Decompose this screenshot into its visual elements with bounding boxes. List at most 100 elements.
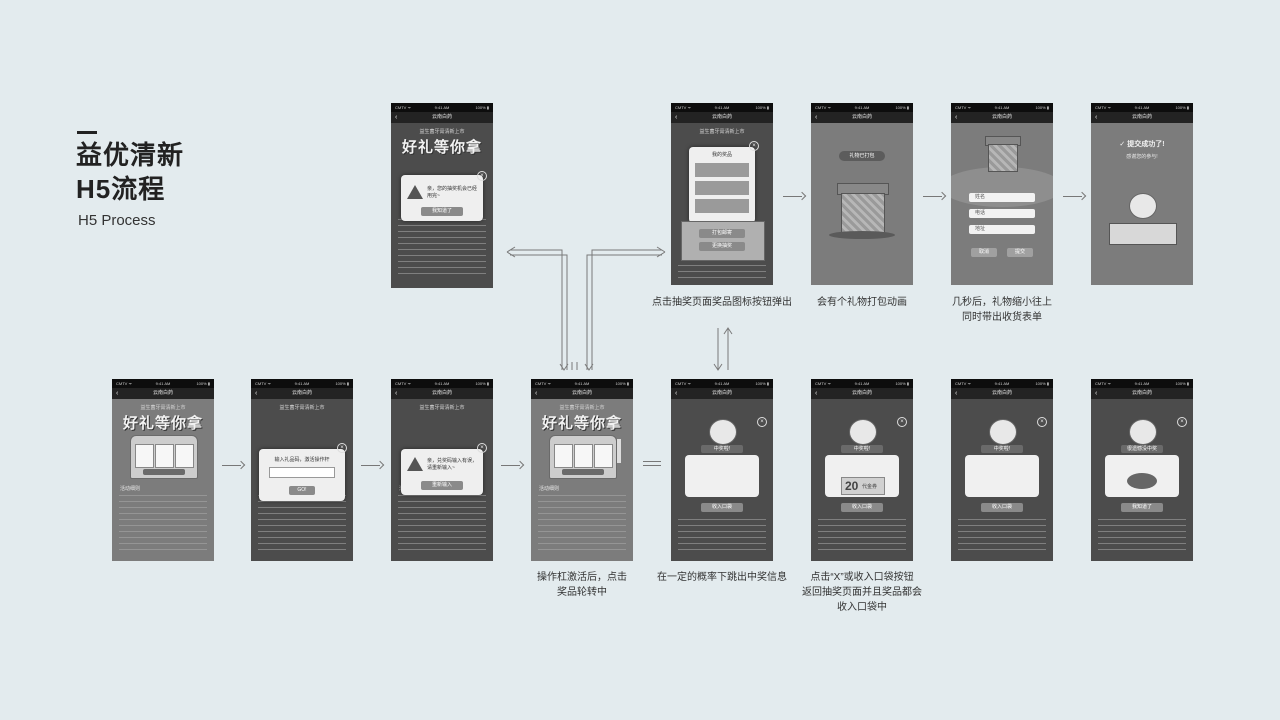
close-icon[interactable]: × <box>1037 417 1047 427</box>
big-title: 好礼等你拿 <box>122 415 203 432</box>
back-icon[interactable]: ‹ <box>955 114 958 121</box>
rules-text <box>678 519 766 555</box>
back-icon[interactable]: ‹ <box>675 390 678 397</box>
flow-arrow <box>222 462 244 469</box>
change-button[interactable]: 更换抽奖 <box>699 242 745 251</box>
phone-field[interactable]: 电话 <box>969 209 1035 218</box>
flow-arrow-bidirectional <box>641 459 663 468</box>
flow-arrow <box>361 462 383 469</box>
warning-icon <box>407 185 423 199</box>
collect-button[interactable]: 收入口袋 <box>841 503 883 512</box>
close-icon[interactable]: × <box>337 443 347 453</box>
nav-bar: ‹云南白药 <box>531 388 633 399</box>
close-icon[interactable]: × <box>477 443 487 453</box>
back-icon[interactable]: ‹ <box>116 390 119 397</box>
go-button[interactable]: GO! <box>289 486 315 495</box>
name-field[interactable]: 姓名 <box>969 193 1035 202</box>
mail-button[interactable]: 打包邮寄 <box>699 229 745 238</box>
prize-card <box>965 455 1039 497</box>
nav-bar: ‹云南白药 <box>671 112 773 123</box>
back-icon[interactable]: ‹ <box>535 390 538 397</box>
spin-button[interactable] <box>143 469 185 475</box>
rules-text <box>538 495 626 551</box>
gift-label: 礼物已打包 <box>839 151 885 161</box>
dismiss-button[interactable]: 我知道了 <box>1121 503 1163 512</box>
nav-bar: ‹云南白药 <box>112 388 214 399</box>
prize-dialog-header: 我的奖品 <box>711 152 732 158</box>
alert-message: 亲，您的抽奖机会已经用完~ <box>427 186 478 199</box>
cancel-button[interactable]: 取消 <box>971 248 997 257</box>
error-message: 亲，兑奖码输入有误，请重新输入~ <box>427 458 478 471</box>
win-banner: 中奖啦! <box>841 445 883 453</box>
back-icon[interactable]: ‹ <box>395 390 398 397</box>
error-dialog: 亲，兑奖码输入有误，请重新输入~ 重新输入 <box>401 449 483 495</box>
rules-text <box>958 519 1046 555</box>
close-icon[interactable]: × <box>757 417 767 427</box>
back-icon[interactable]: ‹ <box>955 390 958 397</box>
page-title-line2: H5流程 <box>76 174 166 204</box>
collect-button[interactable]: 收入口袋 <box>701 503 743 512</box>
title-dash <box>77 131 97 134</box>
caption-form: 几秒后，礼物缩小往上 同时带出收货表单 <box>952 297 1052 323</box>
submit-button[interactable]: 提交 <box>1007 248 1033 257</box>
headline: 益生菌牙膏清新上市 <box>559 405 605 411</box>
coupon: 20 代金券 <box>841 477 885 495</box>
slot-machine[interactable] <box>130 435 198 479</box>
back-icon[interactable]: ‹ <box>255 390 258 397</box>
headline: 益生菌牙膏清新上市 <box>140 405 186 411</box>
headline: 益生菌牙膏清新上市 <box>699 129 745 135</box>
caption-collect: 点击“X”或收入口袋按钮 返回抽奖页面并且奖品都会 收入口袋中 <box>802 572 922 613</box>
rules-text <box>1098 519 1186 555</box>
close-icon[interactable]: × <box>749 141 759 151</box>
rules-heading: 活动细则 <box>120 486 141 492</box>
ok-button[interactable]: 我知道了 <box>421 207 463 216</box>
win-banner: 中奖啦! <box>701 445 743 453</box>
nav-bar: ‹云南白药 <box>391 388 493 399</box>
slot-machine[interactable] <box>549 435 617 479</box>
retry-button[interactable]: 重新输入 <box>421 481 463 490</box>
rules-text <box>678 265 766 281</box>
mascot-icon <box>989 419 1017 445</box>
back-icon[interactable]: ‹ <box>395 114 398 121</box>
headline: 益生菌牙膏清新上市 <box>419 405 465 411</box>
back-icon[interactable]: ‹ <box>675 114 678 121</box>
lever-handle[interactable] <box>617 439 621 463</box>
nav-bar: ‹云南白药 <box>951 388 1053 399</box>
caption-gift-animation: 会有个礼物打包动画 <box>817 297 907 308</box>
collect-button[interactable]: 收入口袋 <box>981 503 1023 512</box>
address-field[interactable]: 地址 <box>969 225 1035 234</box>
flow-arrow <box>783 193 805 200</box>
prize-item[interactable] <box>695 199 749 213</box>
code-input[interactable] <box>269 467 335 478</box>
nav-bar: ‹云南白药 <box>251 388 353 399</box>
back-icon[interactable]: ‹ <box>1095 114 1098 121</box>
close-icon[interactable]: × <box>1177 417 1187 427</box>
coupon-card: 20 代金券 <box>825 455 899 497</box>
back-icon[interactable]: ‹ <box>815 114 818 121</box>
nav-bar: ‹云南白药 <box>951 112 1053 123</box>
rules-text <box>398 219 486 275</box>
spin-button[interactable] <box>562 469 604 475</box>
nav-bar: ‹云南白药 <box>671 388 773 399</box>
prize-item[interactable] <box>695 163 749 177</box>
prize-item[interactable] <box>695 181 749 195</box>
back-icon[interactable]: ‹ <box>815 390 818 397</box>
close-icon[interactable]: × <box>477 171 487 181</box>
close-icon[interactable]: × <box>897 417 907 427</box>
back-icon[interactable]: ‹ <box>1095 390 1098 397</box>
mascot-icon <box>709 419 737 445</box>
